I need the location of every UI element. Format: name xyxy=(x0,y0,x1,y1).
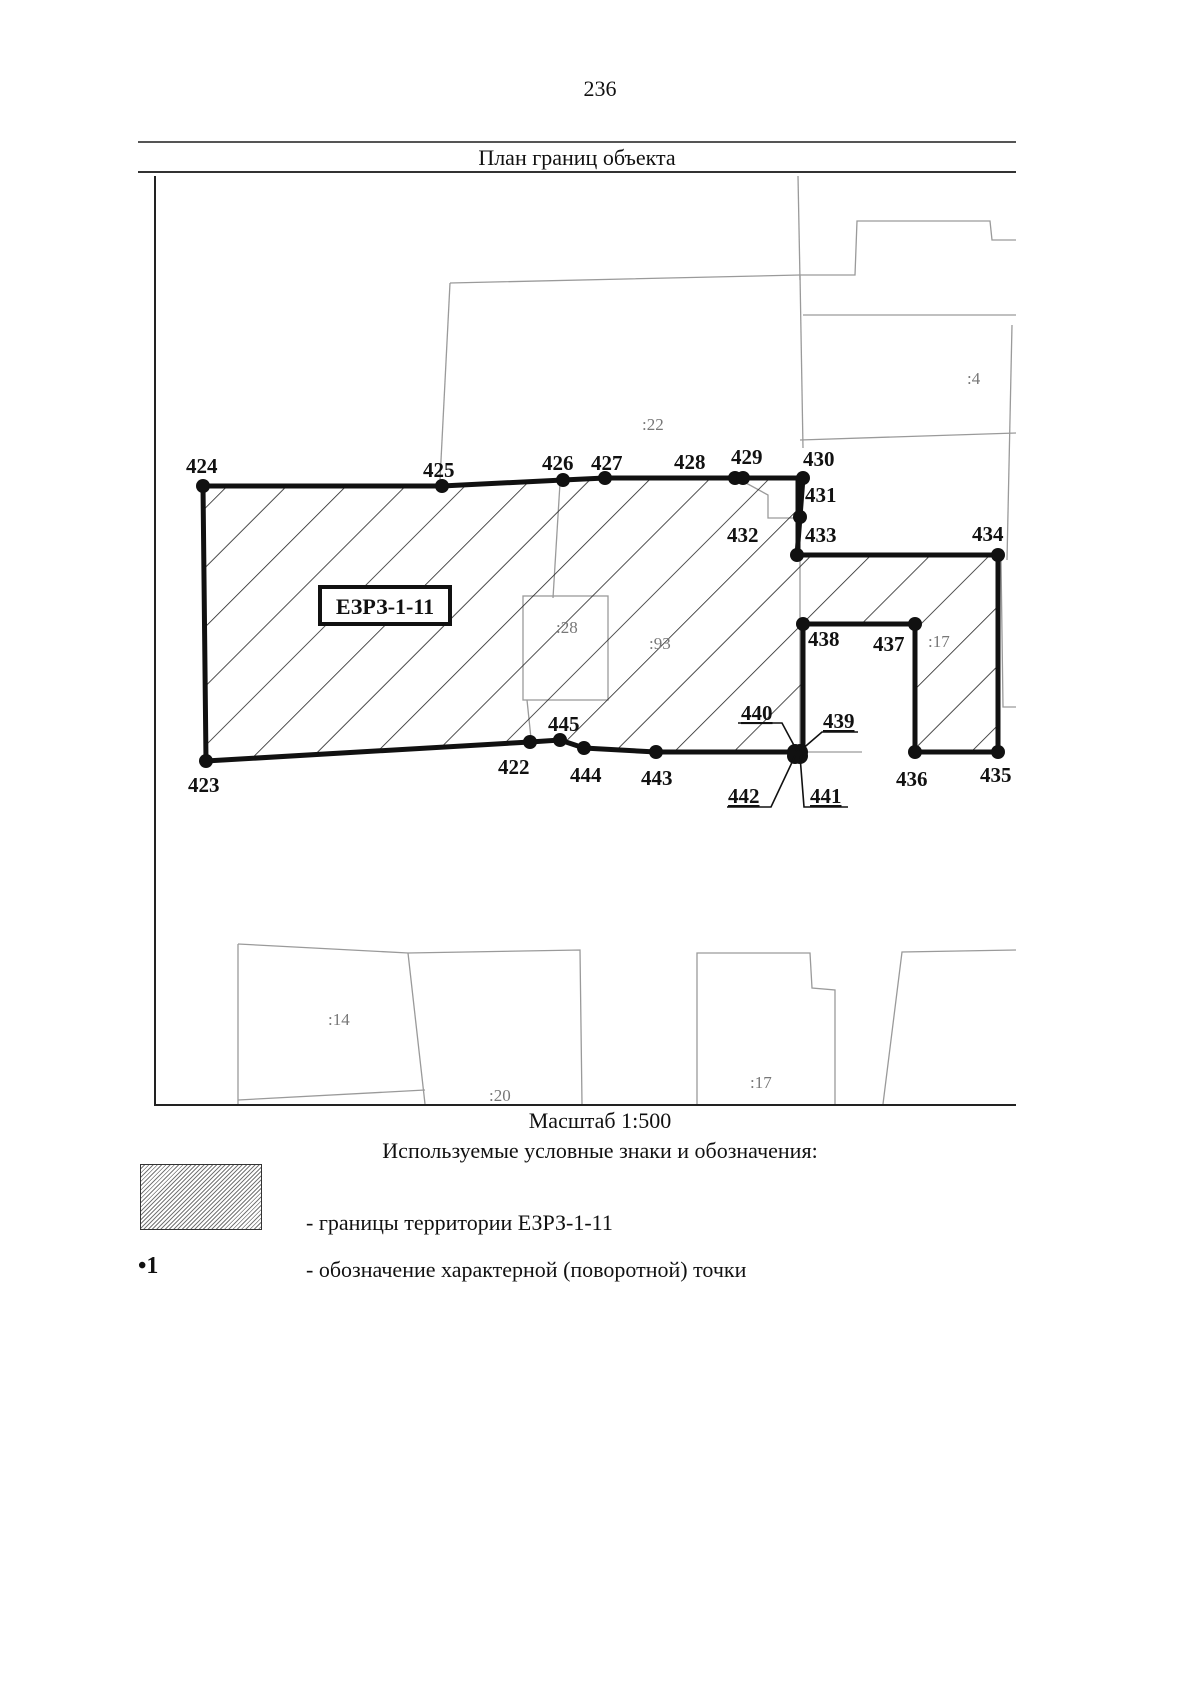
point-label: 424 xyxy=(186,454,218,478)
point-label: 428 xyxy=(674,450,706,474)
point-marker-422 xyxy=(523,735,537,749)
point-marker-445 xyxy=(553,733,567,747)
point-marker-434 xyxy=(991,548,1005,562)
point-marker-423 xyxy=(199,754,213,768)
point-label: 439 xyxy=(823,709,855,733)
parcel-label: :93 xyxy=(649,634,671,653)
point-label: 441 xyxy=(810,784,842,808)
point-label: 438 xyxy=(808,627,840,651)
point-label: 444 xyxy=(570,763,602,787)
point-marker-444 xyxy=(577,741,591,755)
zone-label-box xyxy=(318,585,452,626)
leader-lines xyxy=(727,722,858,808)
point-label: 427 xyxy=(591,451,623,475)
parcel-label: :28 xyxy=(556,618,578,637)
point-marker-430 xyxy=(796,471,810,485)
legend-hatch-swatch xyxy=(140,1164,262,1230)
header-rule-bottom xyxy=(138,171,1016,173)
header-rule-top xyxy=(138,141,1016,143)
parcel-label: :14 xyxy=(328,1010,350,1029)
parcel-label: :22 xyxy=(642,415,664,434)
point-label: 442 xyxy=(728,784,760,808)
parcel-label: :20 xyxy=(489,1086,511,1105)
legend-point-symbol: •1 xyxy=(138,1253,159,1279)
point-label: 431 xyxy=(805,483,837,507)
point-marker-431 xyxy=(793,510,807,524)
point-label: 422 xyxy=(498,755,530,779)
map-frame-bottom xyxy=(154,1104,1016,1106)
point-marker-435 xyxy=(991,745,1005,759)
legend-text-point: - обозначение характерной (поворотной) т… xyxy=(306,1257,747,1282)
point-label: 423 xyxy=(188,773,220,797)
point-marker-433 xyxy=(790,548,804,562)
point-marker-425 xyxy=(435,479,449,493)
point-marker-437 xyxy=(908,617,922,631)
point-label: 426 xyxy=(542,451,574,475)
zone-label: ЕЗРЗ-1-11 xyxy=(336,594,434,619)
point-label: 429 xyxy=(731,445,763,469)
parcel-label: :4 xyxy=(967,369,981,388)
point-label: 433 xyxy=(805,523,837,547)
legend-text-territory: - границы территории ЕЗРЗ-1-11 xyxy=(306,1210,613,1235)
plan-title: План границ объекта xyxy=(478,145,676,170)
point-marker-426 xyxy=(556,473,570,487)
legend-title: Используемые условные знаки и обозначени… xyxy=(382,1138,818,1163)
point-label: 434 xyxy=(972,522,1004,546)
page-number: 236 xyxy=(583,76,617,101)
point-marker-438 xyxy=(796,617,810,631)
parcel-label: :17 xyxy=(750,1073,772,1092)
parcel-label: :17 xyxy=(928,632,950,651)
point-label: 435 xyxy=(980,763,1012,787)
scale-text: Масштаб 1:500 xyxy=(528,1108,672,1133)
point-label: 430 xyxy=(803,447,835,471)
point-marker-424 xyxy=(196,479,210,493)
point-label: 425 xyxy=(423,458,455,482)
point-label: 445 xyxy=(548,712,580,736)
point-label: 436 xyxy=(896,767,928,791)
point-markers xyxy=(196,471,1005,768)
point-label: 443 xyxy=(641,766,673,790)
point-label: 432 xyxy=(727,523,759,547)
point-label: 437 xyxy=(873,632,905,656)
point-marker-436 xyxy=(908,745,922,759)
map-frame-left xyxy=(154,176,156,1106)
point-marker-427 xyxy=(598,471,612,485)
point-label: 440 xyxy=(741,701,773,725)
point-marker-429 xyxy=(736,471,750,485)
point-marker-443 xyxy=(649,745,663,759)
